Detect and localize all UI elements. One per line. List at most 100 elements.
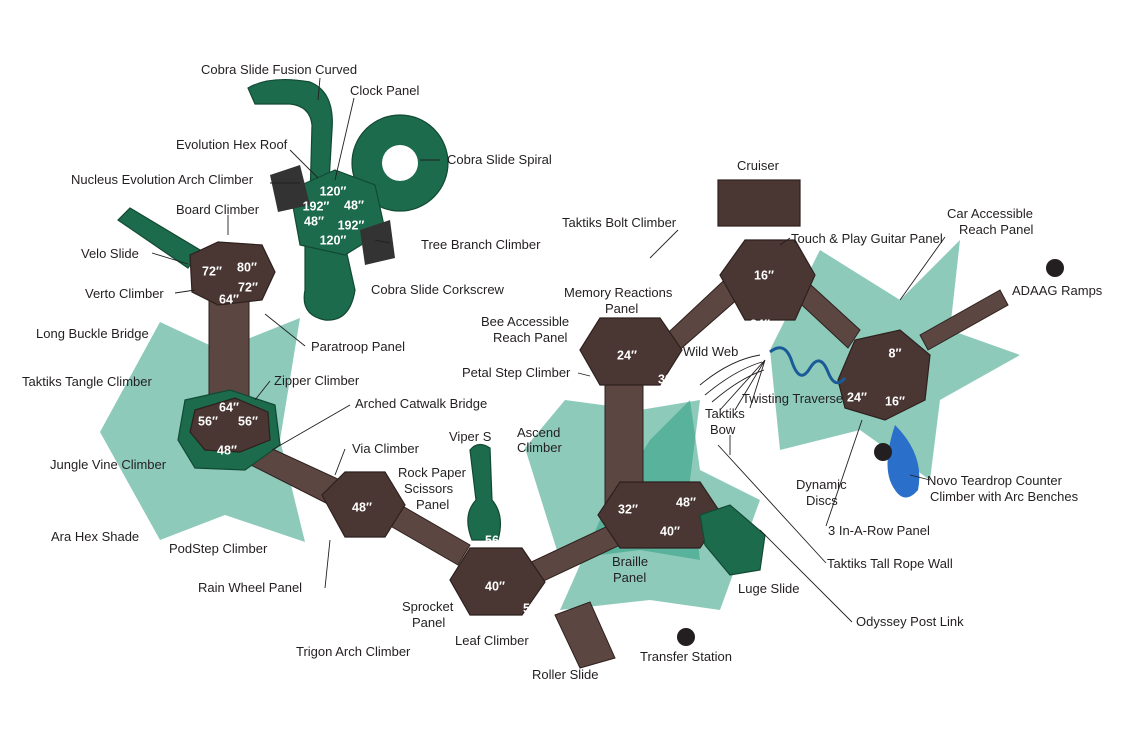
deck-height: 40″ — [660, 524, 680, 538]
deck-height: 72″ — [238, 280, 258, 294]
label-nucleus-evolution-arch-climber: Nucleus Evolution Arch Climber — [71, 172, 254, 187]
deck-height: 120″ — [320, 184, 347, 198]
label-rain-wheel-panel: Rain Wheel Panel — [198, 580, 302, 595]
deck-height: 64″ — [219, 292, 239, 306]
leader — [271, 404, 351, 451]
label-leaf-climber: Leaf Climber — [455, 633, 529, 648]
label-board-climber: Board Climber — [176, 202, 260, 217]
label-three-in-a-row-panel: 3 In-A-Row Panel — [828, 523, 930, 538]
deck-height: 24″ — [750, 317, 770, 331]
deck-height: 48″ — [676, 495, 696, 509]
deck-height: 64″ — [219, 400, 239, 414]
label-novo-teardrop-1: Novo Teardrop Counter — [927, 473, 1063, 488]
deck-height: 48″ — [344, 198, 364, 212]
label-sprocket: Sprocket — [402, 599, 454, 614]
label-podstep-climber: PodStep Climber — [169, 541, 268, 556]
tower-cluster — [117, 78, 449, 321]
wheelchair-icon — [874, 443, 892, 461]
label-cobra-slide-spiral: Cobra Slide Spiral — [447, 152, 552, 167]
label-transfer-station: Transfer Station — [640, 649, 732, 664]
label-taktiks-bow: Bow — [710, 422, 736, 437]
long-buckle-bridge — [208, 289, 250, 409]
label-jungle-vine-climber: Jungle Vine Climber — [50, 457, 167, 472]
label-paratroop-panel: Paratroop Panel — [311, 339, 405, 354]
label-sprocket-panel: Panel — [412, 615, 445, 630]
deck-height-labels: 120″ 192″ 48″ 48″ 192″ 120″ 72″ 80″ 72″ … — [198, 184, 905, 615]
label-petal-step-climber: Petal Step Climber — [462, 365, 571, 380]
leader — [334, 448, 346, 476]
web-traverse — [699, 346, 847, 411]
label-twisting-traverse: Twisting Traverse — [742, 391, 843, 406]
twisting-traverse — [769, 346, 847, 385]
mid-decks — [321, 179, 816, 616]
leader — [264, 313, 306, 347]
label-braille: Braille — [612, 554, 648, 569]
leader — [909, 474, 931, 481]
label-velo-slide: Velo Slide — [81, 246, 139, 261]
leader — [317, 77, 321, 101]
accessible-icons — [677, 259, 1064, 646]
label-odyssey-post-link: Odyssey Post Link — [856, 614, 964, 629]
label-scissors: Scissors — [404, 481, 454, 496]
adaag-ramp — [919, 289, 1009, 351]
component-labels: Cobra Slide Fusion Curved Clock Panel Ev… — [22, 62, 1103, 682]
label-panel: Panel — [416, 497, 449, 512]
label-cobra-slide-fusion-curved: Cobra Slide Fusion Curved — [201, 62, 357, 77]
leader — [374, 239, 391, 244]
leader — [759, 529, 853, 623]
leader — [334, 97, 355, 181]
label-adaag-ramps: ADAAG Ramps — [1012, 283, 1103, 298]
deck-height: 48″ — [304, 214, 324, 228]
label-taktiks: Taktiks — [705, 406, 745, 421]
deck-height: 24″ — [617, 348, 637, 362]
label-novo-teardrop-2: Climber with Arc Benches — [930, 489, 1079, 504]
tree-branch-climber — [360, 220, 395, 265]
label-ascend-climber: Climber — [517, 440, 562, 455]
wheelchair-icon — [1046, 259, 1064, 277]
deck-height: 80″ — [237, 260, 257, 274]
deck-height: 192″ — [338, 218, 365, 232]
roller-slide — [554, 601, 616, 669]
deck-48-rock-paper — [321, 471, 406, 538]
label-memory-reactions: Memory Reactions — [564, 285, 673, 300]
label-long-buckle-bridge: Long Buckle Bridge — [36, 326, 149, 341]
cruiser — [717, 179, 801, 227]
label-verto-climber: Verto Climber — [85, 286, 164, 301]
deck-height: 56″ — [238, 414, 258, 428]
deck-height: 8″ — [889, 346, 902, 360]
label-clock-panel: Clock Panel — [350, 83, 419, 98]
deck-right — [837, 329, 931, 421]
label-bee-accessible: Bee Accessible — [481, 314, 569, 329]
label-cruiser: Cruiser — [737, 158, 780, 173]
label-evolution-hex-roof: Evolution Hex Roof — [176, 137, 288, 152]
right-hub — [837, 329, 931, 498]
label-dynamic: Dynamic — [796, 477, 847, 492]
label-luge-slide: Luge Slide — [738, 581, 799, 596]
deck-cruiser — [719, 239, 816, 321]
leader — [324, 539, 331, 589]
label-trigon-arch-climber: Trigon Arch Climber — [296, 644, 411, 659]
deck-height: 48″ — [352, 500, 372, 514]
deck-height: 24″ — [847, 390, 867, 404]
luge-slide — [699, 504, 766, 576]
deck-height: 16″ — [885, 394, 905, 408]
leader — [779, 237, 791, 246]
wild-web — [699, 354, 766, 411]
deck-bee — [579, 317, 683, 386]
leader — [717, 444, 827, 564]
label-ara-hex-shade: Ara Hex Shade — [51, 529, 139, 544]
leader-lines — [151, 77, 946, 623]
label-taktiks-bolt-climber: Taktiks Bolt Climber — [562, 215, 677, 230]
label-arched-catwalk-bridge: Arched Catwalk Bridge — [355, 396, 487, 411]
nucleus-evolution-arch-climber — [270, 165, 310, 212]
deck-velo — [189, 241, 276, 306]
leader — [649, 229, 679, 259]
deck-height: 192″ — [303, 199, 330, 213]
deck-height: 32″ — [658, 372, 678, 386]
label-roller-slide: Roller Slide — [532, 667, 598, 682]
label-via-climber: Via Climber — [352, 441, 420, 456]
novo-teardrop-counter-climber — [887, 425, 920, 498]
label-zipper-climber: Zipper Climber — [274, 373, 360, 388]
cobra-slide-corkscrew — [303, 244, 356, 321]
leader — [254, 380, 271, 401]
